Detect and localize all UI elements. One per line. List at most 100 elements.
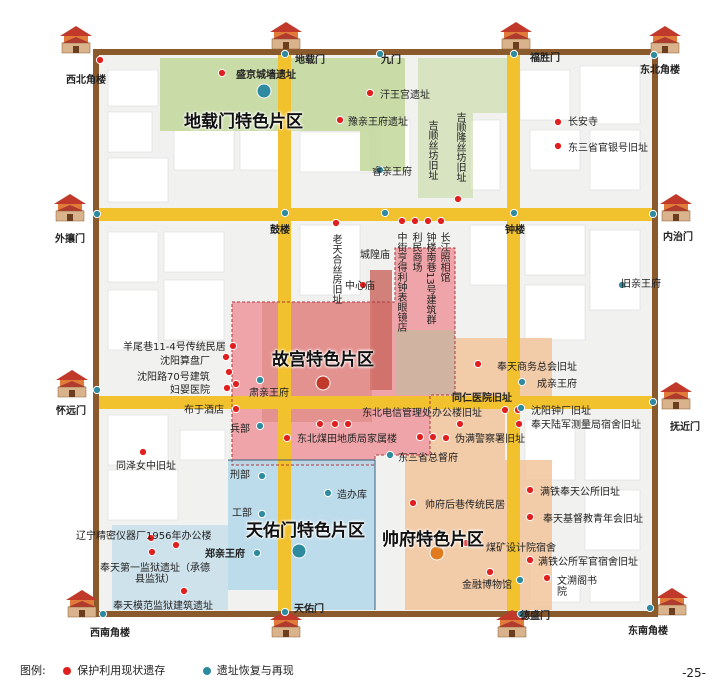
site-label: 辽宁精密仪器厂1956年办公楼: [76, 531, 212, 542]
zone-tianyoumen-area: [228, 460, 375, 610]
gate-label-sw: 西南角楼: [90, 628, 130, 639]
site-label: 肃亲王府: [249, 388, 289, 399]
preserve-dot-icon: [335, 115, 345, 125]
preserve-dot-icon: [147, 547, 157, 557]
preserve-dot-icon: [500, 405, 510, 415]
zone-label-tianyoumen: 天佑门特色片区: [246, 521, 365, 541]
city-wall: [93, 49, 658, 617]
restore-dot-icon: [385, 450, 395, 460]
site-label: 兵部: [230, 424, 250, 435]
gate-tower-icon: [56, 370, 88, 398]
site-label: 奉天模范监狱建筑遗址: [113, 601, 213, 612]
preserve-dot-icon: [436, 216, 446, 226]
preserve-dot-icon: [423, 216, 433, 226]
zone-center-icon: [291, 543, 307, 559]
gate-label-nw: 西北角楼: [66, 75, 106, 86]
restore-dot-icon: [98, 609, 108, 619]
site-label: 沈阳路70号建筑: [137, 372, 210, 383]
site-label: 金融博物馆: [462, 580, 512, 591]
gate-tower-icon: [60, 26, 92, 54]
site-label: 盛京城墙遗址: [236, 70, 296, 81]
preserve-dot-icon: [397, 216, 407, 226]
restore-dot-icon: [252, 548, 262, 558]
site-label: 奉天陆军测量局宿舍旧址: [531, 420, 641, 431]
preserve-dot-icon: [63, 667, 72, 675]
gate-towers: [54, 22, 692, 638]
preserve-dot-icon: [330, 419, 340, 429]
site-label: 中心庙: [345, 281, 375, 292]
preserve-dot-icon: [222, 383, 232, 393]
site-label: 同仁医院旧址: [452, 393, 512, 404]
building-blocks: [107, 65, 641, 603]
gate-label-tianyou: 天佑门: [294, 604, 324, 615]
site-label: 吉顺隆丝坊旧址: [454, 112, 465, 182]
restore-dot-icon: [509, 49, 519, 59]
site-dots: [92, 49, 659, 619]
site-label: 布于酒店: [184, 405, 224, 416]
restore-dot-icon: [516, 609, 526, 619]
site-label: 满铁公所军官宿舍旧址: [538, 557, 638, 568]
zone-label-ditanmen: 地载门特色片区: [184, 112, 303, 132]
site-label: 伪满警察署旧址: [455, 434, 525, 445]
zone-center-icon: [429, 545, 445, 561]
site-label: 东三省官银号旧址: [568, 143, 648, 154]
restore-dot-icon: [92, 209, 102, 219]
gate-label-se: 东南角楼: [628, 626, 668, 637]
site-label: 钟楼南巷13号建筑群: [424, 232, 435, 325]
gate-tower-icon: [66, 590, 98, 618]
preserve-dot-icon: [408, 498, 418, 508]
preserve-dot-icon: [428, 432, 438, 442]
preserve-dot-icon: [331, 218, 341, 228]
gate-label-ne: 东北角楼: [640, 65, 680, 76]
legend-restore: 遗址恢复与再现: [216, 664, 294, 677]
legend: 图例: 保护利用现状遗存 遗址恢复与再现: [20, 662, 294, 678]
preserve-dot-icon: [415, 432, 425, 442]
preserve-dot-icon: [217, 68, 227, 78]
zone-label-gugong: 故宫特色片区: [272, 350, 374, 370]
restore-dot-icon: [255, 421, 265, 431]
preserve-dot-icon: [525, 555, 535, 565]
gate-label-ditai: 地载门: [295, 55, 325, 66]
site-label: 奉天商务总会旧址: [497, 362, 577, 373]
site-label: 汗王宫遗址: [380, 90, 430, 101]
preserve-dot-icon: [358, 280, 368, 290]
preserve-dot-icon: [410, 216, 420, 226]
gate-label-jiu: 九门: [381, 55, 401, 66]
gate-label-huaiyuan: 怀远门: [56, 406, 86, 417]
gate-label-gulou: 鼓楼: [270, 225, 290, 236]
preserve-dot-icon: [315, 419, 325, 429]
site-label: 旧亲王府: [621, 279, 661, 290]
site-label: 城隍庙: [360, 250, 390, 261]
site-label: 东三省总督府: [398, 453, 458, 464]
site-label: 利民商场: [410, 232, 421, 272]
site-label: 奉天第一监狱遗址（承德县监狱）: [100, 563, 210, 585]
gate-label-fusheng: 福胜门: [530, 53, 560, 64]
gate-label-zhonglou: 钟楼: [505, 225, 525, 236]
restore-dot-icon: [323, 488, 333, 498]
restore-dot-icon: [515, 575, 525, 585]
site-label: 满铁奉天公所旧址: [540, 487, 620, 498]
preserve-dot-icon: [343, 419, 353, 429]
restore-dot-icon: [516, 403, 526, 413]
restore-dot-icon: [257, 509, 267, 519]
restore-dot-icon: [280, 49, 290, 59]
site-label: 妇婴医院: [170, 385, 210, 396]
preserve-dot-icon: [95, 55, 105, 65]
preserve-dot-icon: [171, 540, 181, 550]
site-label: 工部: [232, 508, 252, 519]
gate-tower-icon: [660, 194, 692, 222]
restore-dot-icon: [649, 50, 659, 60]
preserve-dot-icon: [485, 567, 495, 577]
preserve-dot-icon: [138, 447, 148, 457]
site-label: 沈阳钟厂旧址: [531, 406, 591, 417]
gate-tower-icon: [54, 194, 86, 222]
restore-dot-icon: [255, 375, 265, 385]
site-label: 羊尾巷11-4号传统民居: [123, 342, 226, 353]
site-label: 豫亲王府遗址: [348, 117, 408, 128]
site-label: 东北煤田地质局家属楼: [297, 434, 397, 445]
site-label: 文溯阁书院: [557, 576, 597, 598]
restore-dot-icon: [648, 209, 658, 219]
gate-label-fujin: 抚近门: [670, 422, 700, 433]
preserve-dot-icon: [514, 419, 524, 429]
preserve-dot-icon: [525, 512, 535, 522]
